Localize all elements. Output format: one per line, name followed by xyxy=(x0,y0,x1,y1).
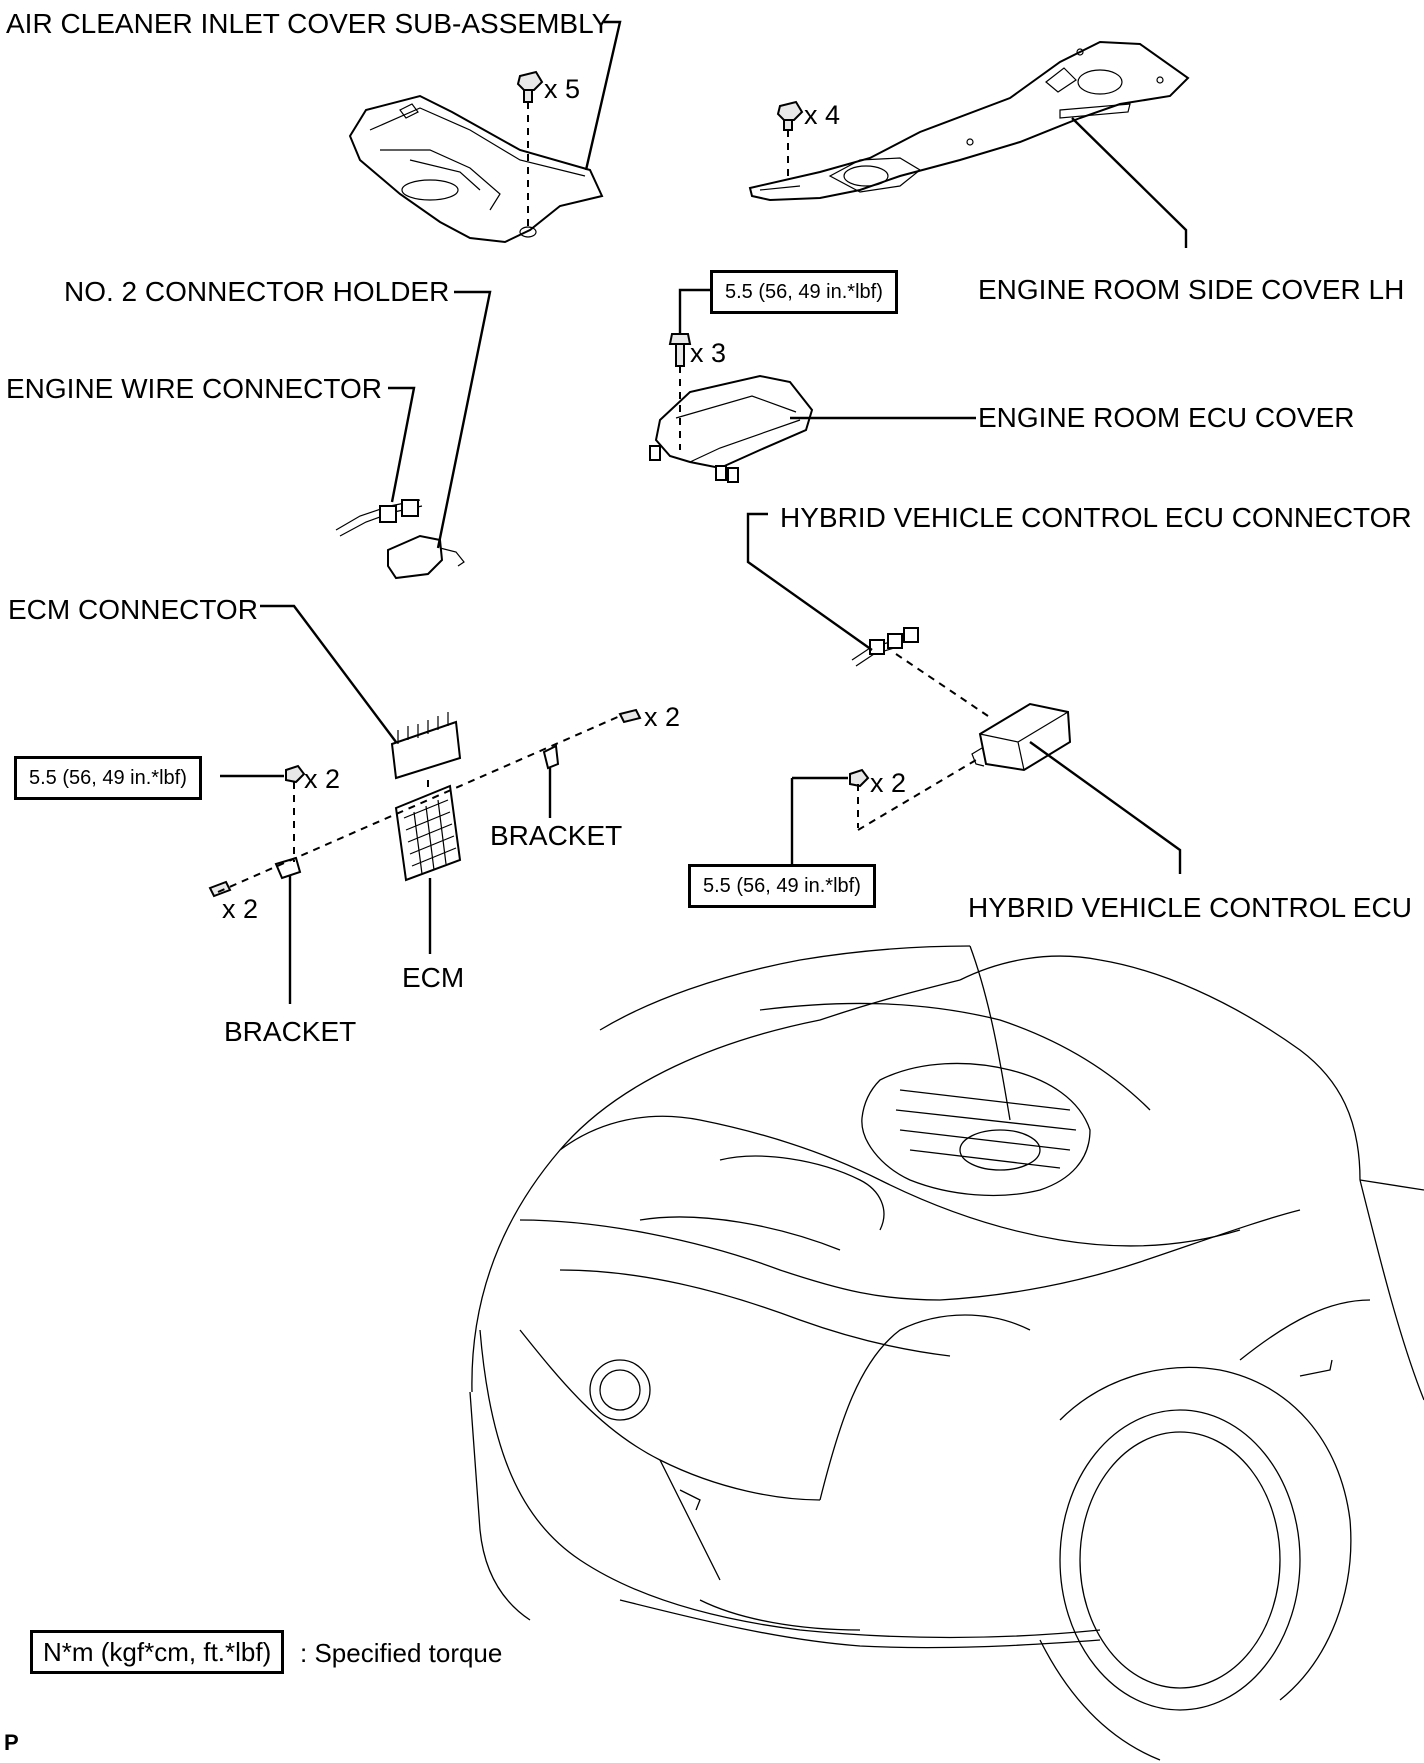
hv-ecu-connector-part xyxy=(851,627,919,667)
qty-bolt-bracket-right: x 2 xyxy=(644,702,681,732)
engine-wire-connector-part xyxy=(335,499,423,537)
engine-room-side-cover-part xyxy=(748,40,1190,202)
torque-box-hv-ecu: 5.5 (56, 49 in.*lbf) xyxy=(688,864,876,908)
engine-room-ecu-cover-part xyxy=(649,374,814,483)
torque-box-ecu-cover: 5.5 (56, 49 in.*lbf) xyxy=(710,270,898,314)
clip-icon-air-cleaner xyxy=(516,70,544,103)
bolt-icon-ecu-cover xyxy=(668,333,692,367)
clip-icon-side-cover xyxy=(776,100,804,131)
label-bracket-left: BRACKET xyxy=(224,1016,357,1047)
legend-unit-box: N*m (kgf*cm, ft.*lbf) xyxy=(30,1630,285,1674)
bracket-left-part xyxy=(274,856,302,880)
bolt-icon-bracket-left xyxy=(208,880,232,898)
qty-nut-ecm: x 2 xyxy=(304,764,341,794)
ecm-connector-part xyxy=(390,712,462,780)
label-engine-wire-connector: ENGINE WIRE CONNECTOR xyxy=(6,373,382,404)
qty-clip-air-cleaner: x 5 xyxy=(544,74,581,104)
vehicle-illustration xyxy=(469,945,1424,1761)
bolt-icon-bracket-right xyxy=(618,708,642,724)
qty-nut-hv-ecu: x 2 xyxy=(870,768,907,798)
label-ecm: ECM xyxy=(402,962,465,993)
label-no2-connector-holder: NO. 2 CONNECTOR HOLDER xyxy=(64,276,450,307)
ecm-part xyxy=(394,784,462,882)
nut-icon-hv-ecu xyxy=(849,768,870,788)
torque-box-ecm: 5.5 (56, 49 in.*lbf) xyxy=(14,756,202,800)
legend-description: : Specified torque xyxy=(300,1638,503,1668)
bracket-right-part xyxy=(542,744,560,770)
label-engine-room-side-cover-lh: ENGINE ROOM SIDE COVER LH xyxy=(978,274,1405,305)
label-bracket-right: BRACKET xyxy=(490,820,623,851)
qty-bolt-bracket-left: x 2 xyxy=(222,894,259,924)
air-cleaner-inlet-cover-part xyxy=(348,94,604,244)
corner-mark: P xyxy=(4,1730,19,1755)
label-air-cleaner-inlet-cover: AIR CLEANER INLET COVER SUB-ASSEMBLY xyxy=(6,8,611,39)
nut-icon-ecm xyxy=(285,764,306,784)
label-hv-ecu: HYBRID VEHICLE CONTROL ECU xyxy=(968,892,1412,923)
label-engine-room-ecu-cover: ENGINE ROOM ECU COVER xyxy=(978,402,1355,433)
no2-connector-holder-part xyxy=(387,534,465,580)
label-hv-ecu-connector: HYBRID VEHICLE CONTROL ECU CONNECTOR xyxy=(780,502,1412,533)
qty-bolt-ecu-cover: x 3 xyxy=(690,338,727,368)
label-ecm-connector: ECM CONNECTOR xyxy=(8,594,258,625)
qty-clip-side-cover: x 4 xyxy=(804,100,841,130)
